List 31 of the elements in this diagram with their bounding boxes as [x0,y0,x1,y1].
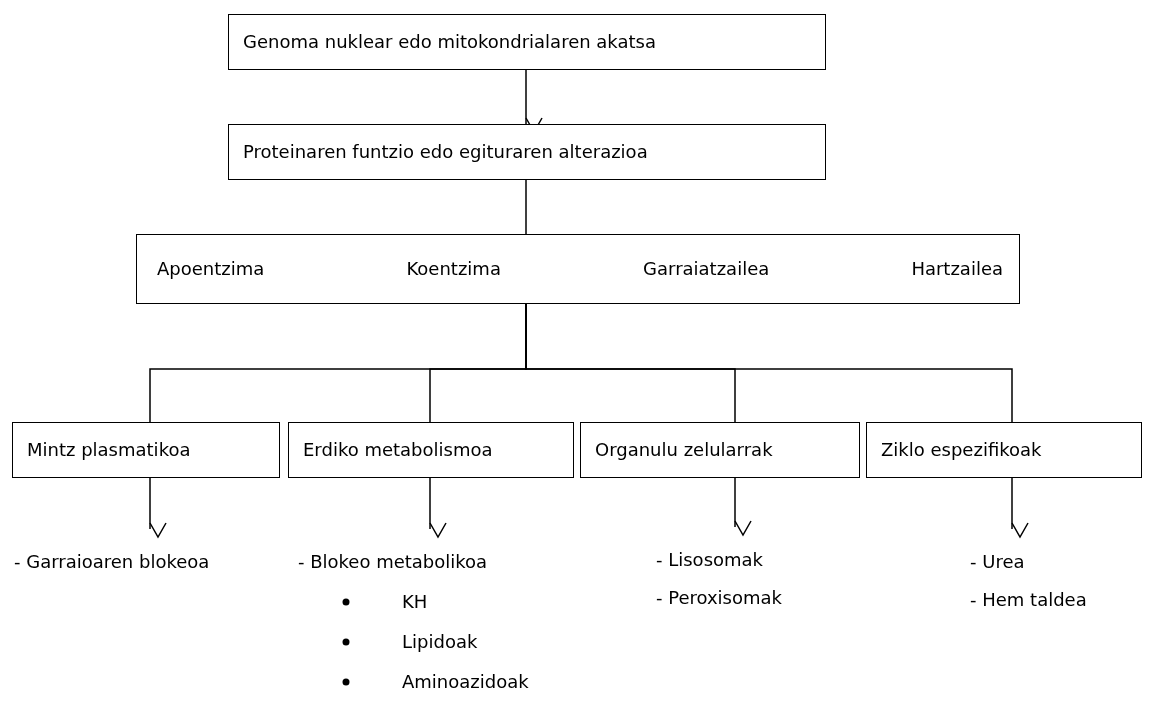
list-item-text: - Urea [970,551,1026,573]
box-label: Erdiko metabolismoa [303,439,493,461]
process-box [12,422,280,478]
list-item-text: KH [402,591,428,613]
box-label: Genoma nuklear edo mitokondrialaren akatsa [243,31,656,53]
list-item-text: - Blokeo metabolikoa [298,551,489,573]
process-box [288,422,574,478]
list-item-text: - Hem taldea [970,589,1088,611]
arrow [149,477,167,538]
box-label: Organulu zelularrak [595,439,773,461]
list-item-text: - Peroxisomak [656,587,783,609]
process-box [580,422,860,478]
arrow [429,477,447,538]
list-item-text: Aminoazidoak [402,671,529,693]
category-label: Garraiatzailea [643,258,770,280]
list-item-text: - Lisosomak [656,549,764,571]
process-box [228,14,826,70]
process-box [136,234,1020,304]
box-label: Proteinaren funtzio edo egituraren alterazioa [243,141,648,163]
category-label: Koentzima [406,258,501,280]
box-label: Ziklo espezifikoak [881,439,1042,461]
arrow [734,477,752,536]
process-box [228,124,826,180]
category-label: Hartzailea [911,258,1003,280]
process-box [866,422,1142,478]
arrow [1011,477,1029,538]
list-item-text: Lipidoak [402,631,478,653]
category-label: Apoentzima [157,258,265,280]
connector-line [525,179,527,235]
list-item-text: - Garraioaren blokeoa [14,551,211,573]
box-label: Mintz plasmatikoa [27,439,191,461]
